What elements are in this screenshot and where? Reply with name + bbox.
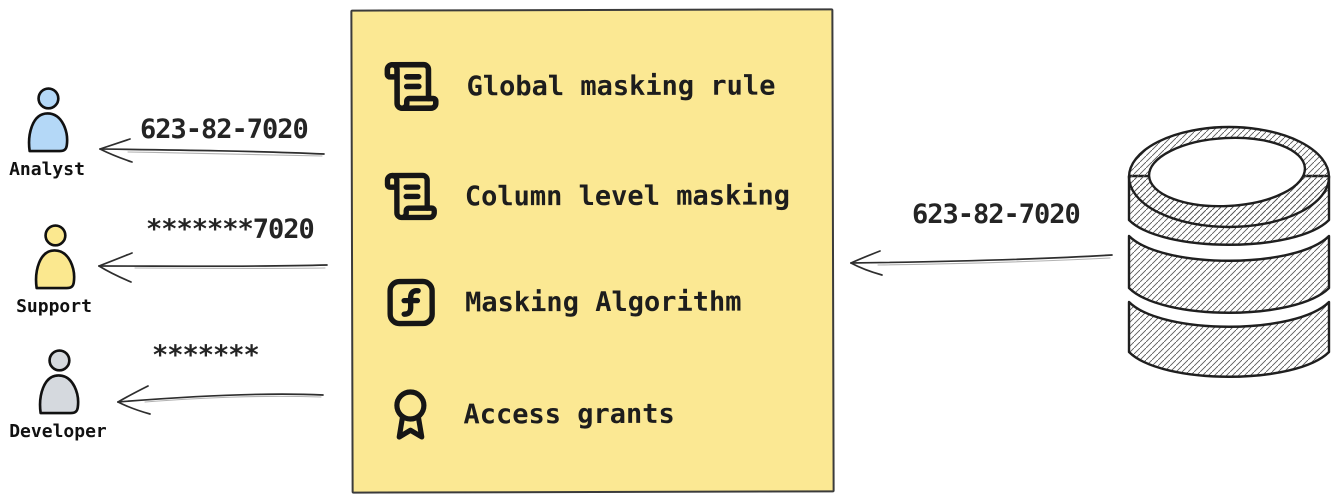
value-label-support: *******7020: [146, 214, 315, 245]
value-label-analyst: 623-82-7020: [140, 114, 309, 145]
person-icon: [38, 349, 79, 415]
masking-box-item-column-masking: Column level masking: [383, 167, 790, 224]
masking-box-item-label: Global masking rule: [466, 70, 776, 102]
masking-box-item-global-rule: Global masking rule: [382, 57, 775, 116]
scroll-text-icon: [384, 61, 439, 112]
persona-analyst: Analyst: [0, 87, 94, 180]
arrow-to-developer: [117, 385, 324, 415]
persona-label: Developer: [9, 421, 107, 442]
award-icon: [394, 389, 427, 440]
person-icon: [27, 87, 68, 153]
function-square-icon: [387, 278, 435, 327]
persona-developer: Developer: [2, 349, 114, 442]
person-icon: [34, 224, 75, 290]
arrow-to-support: [98, 252, 328, 283]
persona-support: Support: [4, 224, 104, 317]
database-icon: [1127, 125, 1331, 378]
persona-label: Support: [16, 296, 92, 317]
masking-rules-box: Global masking rule Column level masking…: [350, 8, 835, 494]
value-label-database: 623-82-7020: [912, 199, 1081, 230]
masking-box-item-algorithm: Masking Algorithm: [383, 274, 742, 331]
arrow-to-analyst: [99, 138, 325, 163]
scroll-text-icon: [384, 172, 437, 221]
masking-box-item-label: Column level masking: [464, 179, 791, 212]
persona-label: Analyst: [9, 159, 85, 180]
value-label-developer: *******: [152, 340, 260, 371]
masking-box-item-label: Access grants: [463, 398, 675, 430]
arrow-from-database: [850, 250, 1113, 276]
masking-box-item-access-grants: Access grants: [383, 381, 675, 448]
masking-box-item-label: Masking Algorithm: [465, 286, 742, 318]
